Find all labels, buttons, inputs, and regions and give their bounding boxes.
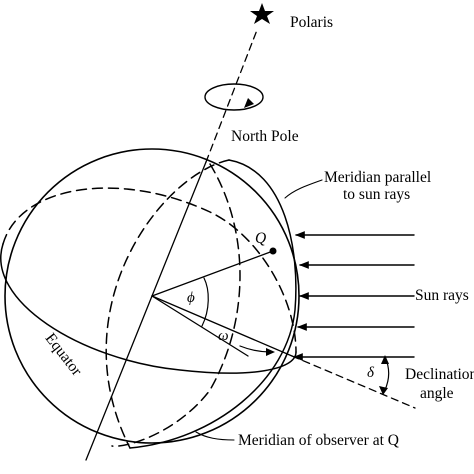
- omega-arrow-icon: [266, 348, 275, 356]
- meridian-parallel-label-2: to sun rays: [343, 186, 411, 203]
- phi-symbol: ϕ: [187, 290, 195, 306]
- declination-label-2: angle: [420, 385, 454, 402]
- meridian-parallel-sun-back: [105, 159, 230, 449]
- sun-direction-dashed: [291, 355, 416, 409]
- declination-label: Declination: [405, 366, 474, 383]
- polaris-star-icon: [250, 3, 274, 24]
- delta-symbol: δ: [367, 365, 374, 381]
- sun-rays-label: Sun rays: [415, 287, 469, 304]
- meridian-parallel-label: Meridian parallel: [324, 169, 432, 186]
- rotation-ellipse: [204, 83, 264, 111]
- rotation-arrow-icon: [244, 98, 254, 108]
- omega-arc: [239, 345, 271, 353]
- equator-front: [0, 243, 297, 374]
- phi-arc: [201, 277, 209, 327]
- north-pole-label: North Pole: [231, 128, 299, 145]
- radius-to-q: [151, 250, 274, 297]
- earth-axis-upper: [151, 161, 207, 297]
- point-q-dot: [269, 247, 277, 255]
- omega-symbol: ω: [218, 328, 229, 344]
- earth-sphere: [4, 148, 300, 444]
- meridian-observer-label: Meridian of observer at Q: [238, 432, 399, 449]
- meridian-parallel-leader: [284, 179, 323, 199]
- radius-to-sun-meridian: [151, 295, 293, 357]
- meridian-observer-arc: [111, 163, 241, 447]
- radius-to-equator: [151, 295, 249, 357]
- declination-arrow-top-icon: [381, 355, 389, 364]
- polaris-label: Polaris: [290, 14, 334, 31]
- earth-axis-dashed: [205, 29, 258, 163]
- declination-arrow-bottom-icon: [379, 386, 388, 395]
- point-q-label: Q: [255, 230, 267, 247]
- meridian-observer-leader: [195, 431, 235, 441]
- meridian-parallel-sun-front: [129, 159, 297, 449]
- equator-back: [2, 187, 297, 353]
- earth-axis: [85, 295, 153, 461]
